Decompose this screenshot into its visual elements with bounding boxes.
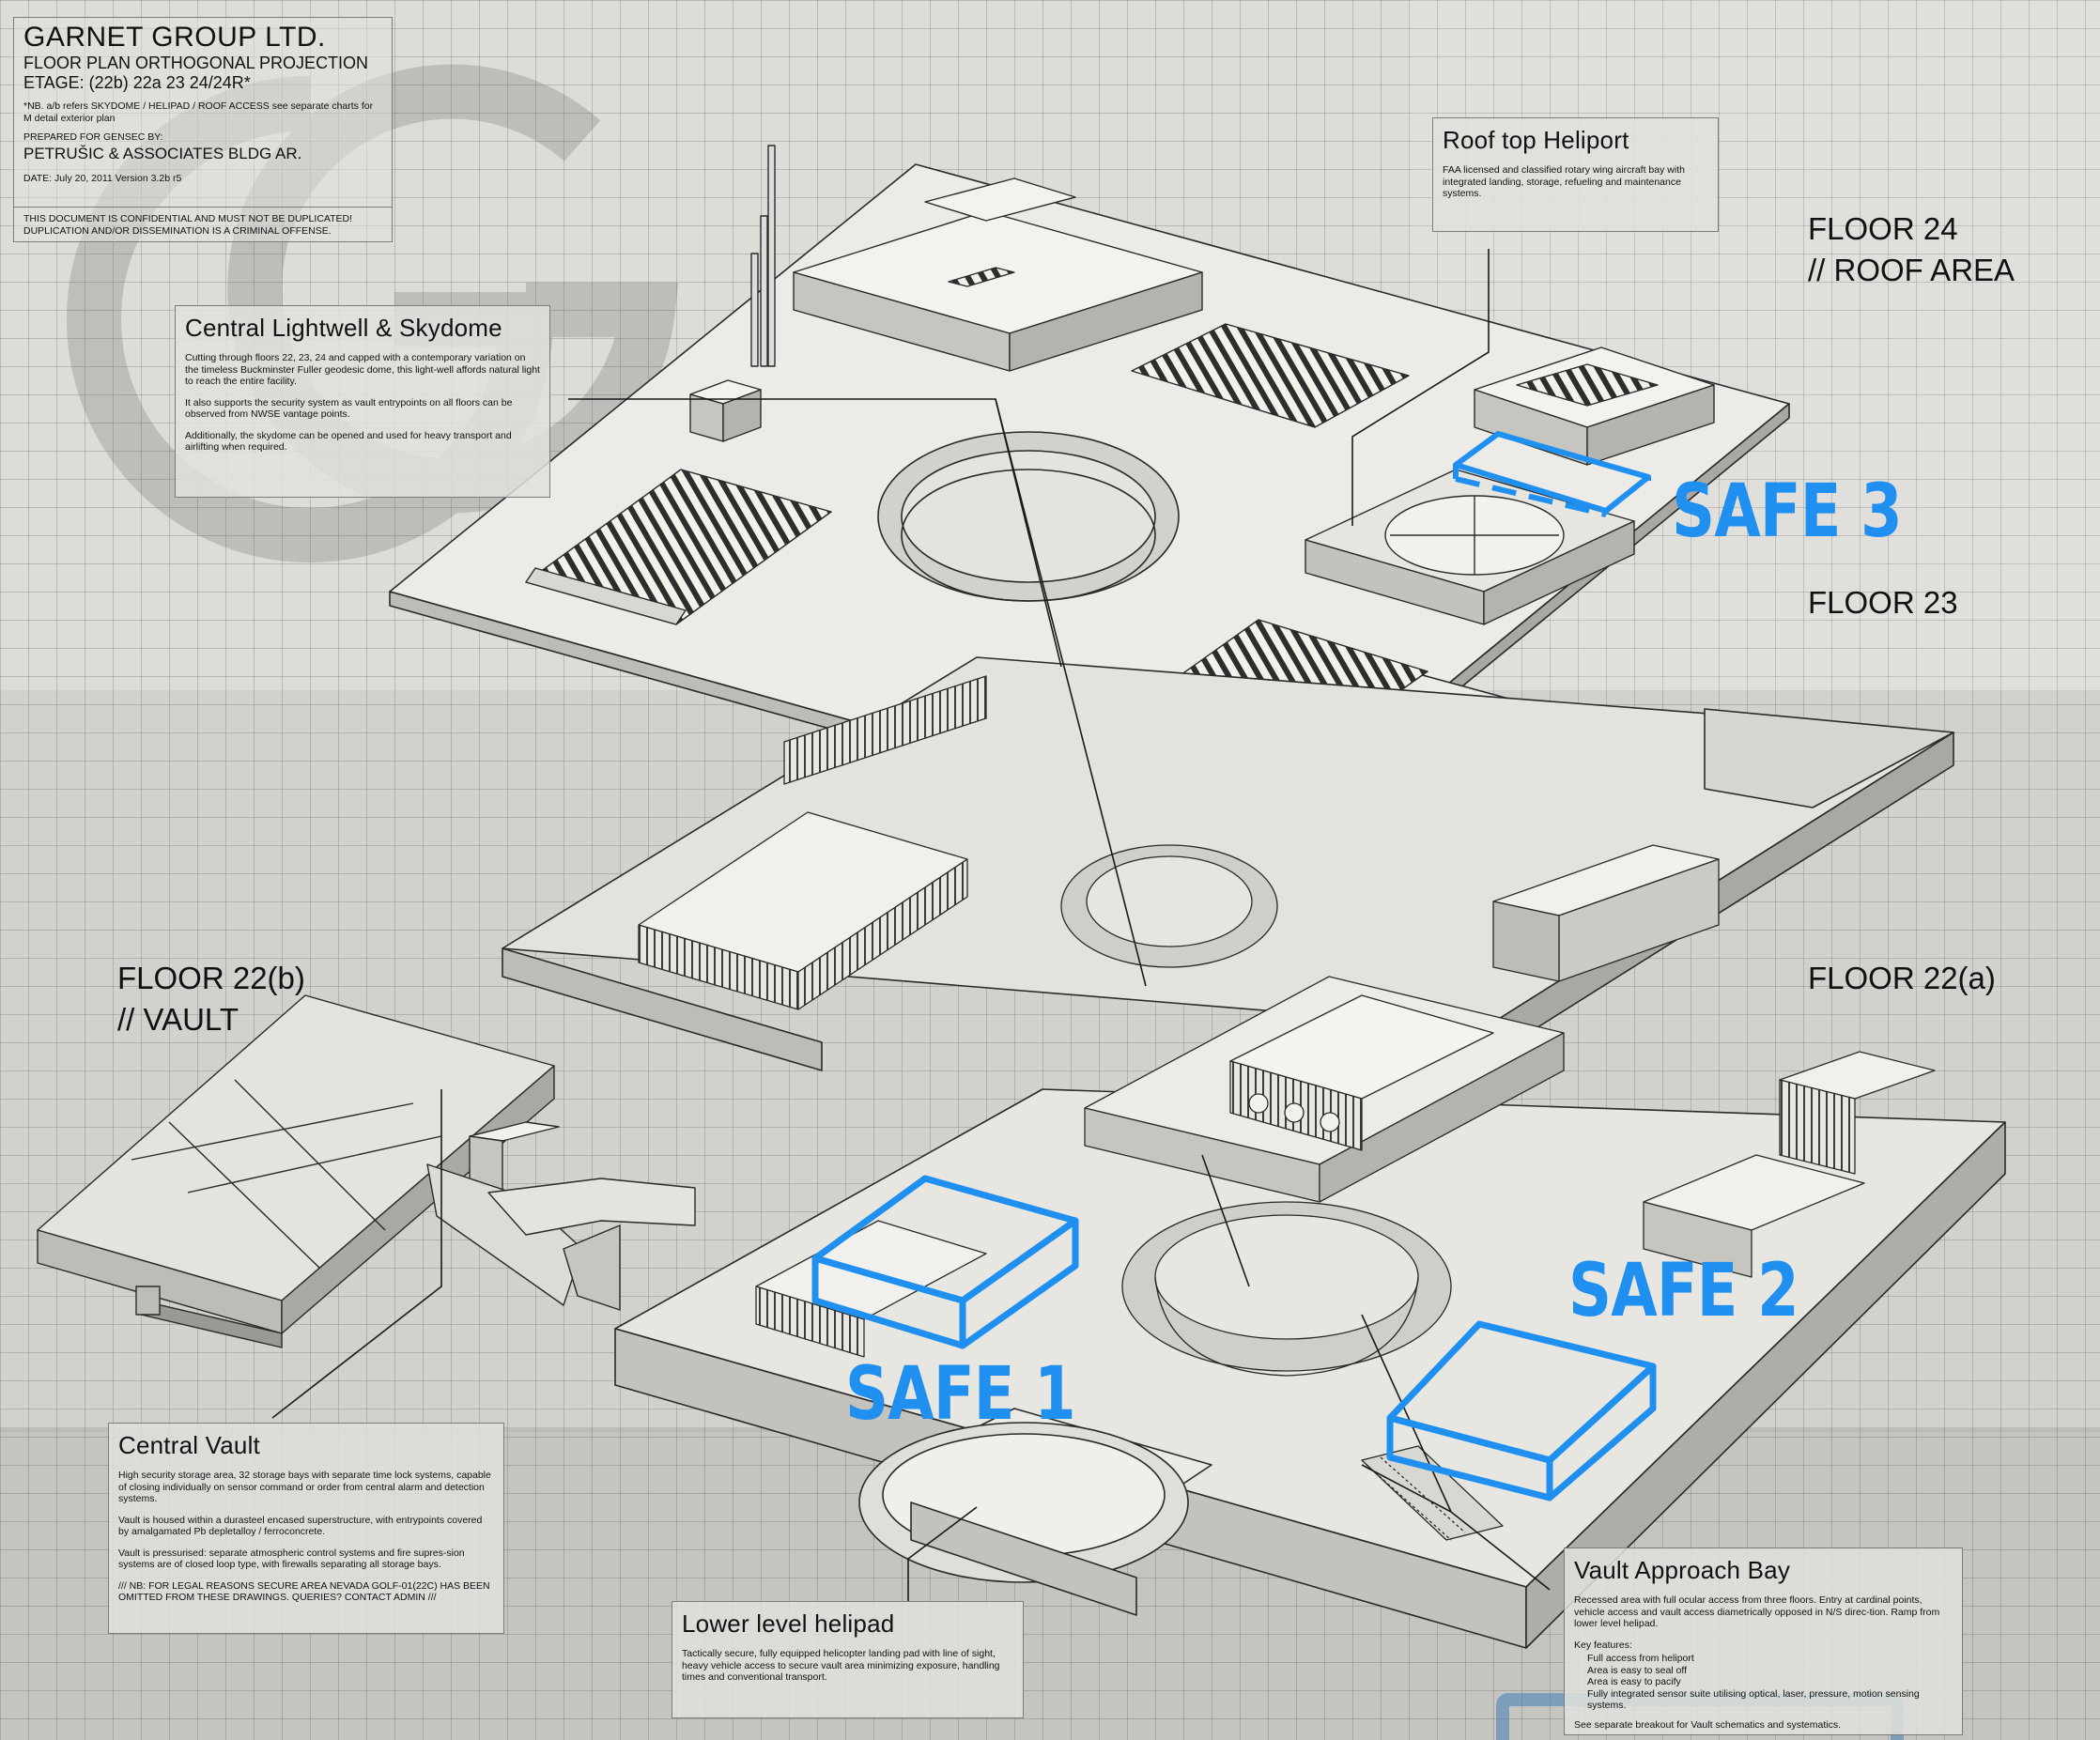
callout-vault-text-3: Vault is pressurised: separate atmospher… bbox=[118, 1547, 465, 1571]
callout-lightwell-text-1: Cutting through floors 22, 23, 24 and ca… bbox=[185, 352, 540, 387]
callout-vault-approach-bay: Vault Approach Bay Recessed area with fu… bbox=[1564, 1548, 1963, 1735]
callout-heliport-text: FAA licensed and classified rotary wing … bbox=[1443, 164, 1685, 199]
callout-vault-text-2: Vault is housed within a durasteel encas… bbox=[118, 1514, 483, 1538]
callout-vault-text-1: High security storage area, 32 storage b… bbox=[118, 1470, 491, 1504]
title-block: GARNET GROUP LTD. FLOOR PLAN ORTHOGONAL … bbox=[13, 17, 393, 242]
list-item: Fully integrated sensor suite utilising … bbox=[1587, 1687, 1920, 1712]
callout-lightwell-title: Central Lightwell & Skydome bbox=[185, 314, 502, 342]
projection-label: FLOOR PLAN ORTHOGONAL PROJECTION bbox=[23, 54, 369, 72]
floor-23-label: FLOOR 23 bbox=[1808, 585, 1958, 620]
callout-lightwell-text-2: It also supports the security system as … bbox=[185, 396, 513, 421]
floor-24-label: FLOOR 24 // ROOF AREA bbox=[1808, 208, 2015, 291]
callout-central-lightwell: Central Lightwell & Skydome Cutting thro… bbox=[175, 305, 550, 498]
callout-lower-level-helipad: Lower level helipad Tactically secure, f… bbox=[672, 1601, 1024, 1718]
callout-vault-legal-note: /// NB: FOR LEGAL REASONS SECURE AREA NE… bbox=[118, 1579, 490, 1604]
company-name: GARNET GROUP LTD. bbox=[23, 22, 326, 53]
callout-roof-heliport: Roof top Heliport FAA licensed and class… bbox=[1432, 117, 1719, 232]
callout-approach-footer: See separate breakout for Vault schemati… bbox=[1574, 1718, 1842, 1731]
safe-1-label: SAFE 1 bbox=[845, 1352, 1076, 1437]
callout-helipad-title: Lower level helipad bbox=[682, 1609, 895, 1638]
callout-helipad-text: Tactically secure, fully equipped helico… bbox=[682, 1648, 1000, 1683]
safe-2-label: SAFE 2 bbox=[1568, 1249, 1799, 1333]
callout-approach-features-list: Full access from heliport Area is easy t… bbox=[1574, 1653, 1953, 1712]
floor-22b-label: FLOOR 22(b) // VAULT bbox=[117, 958, 305, 1040]
prepared-label: PREPARED FOR GENSEC BY: bbox=[23, 131, 163, 143]
floor-22b-subtitle: // VAULT bbox=[117, 1002, 239, 1037]
callout-central-vault: Central Vault High security storage area… bbox=[108, 1423, 504, 1634]
floor-note: *NB. a/b refers SKYDOME / HELIPAD / ROOF… bbox=[23, 100, 374, 124]
safe-1-outline bbox=[811, 1175, 1079, 1349]
floor-22a-label: FLOOR 22(a) bbox=[1808, 961, 1996, 995]
safe-3-label: SAFE 3 bbox=[1672, 470, 1903, 554]
architects-name: PETRUŠIC & ASSOCIATES BLDG AR. bbox=[23, 145, 302, 162]
floor-22b-title: FLOOR 22(b) bbox=[117, 961, 305, 995]
callout-approach-features-label: Key features: bbox=[1574, 1639, 1632, 1651]
document-date: DATE: July 20, 2011 Version 3.2b r5 bbox=[23, 173, 182, 184]
callout-heliport-title: Roof top Heliport bbox=[1443, 126, 1629, 154]
central-lightwell-ring-roof bbox=[877, 431, 1180, 602]
floor-22b-vault-structure bbox=[37, 994, 696, 1348]
confidential-notice: THIS DOCUMENT IS CONFIDENTIAL AND MUST N… bbox=[14, 207, 392, 238]
callout-approach-text: Recessed area with full ocular access fr… bbox=[1574, 1594, 1940, 1629]
list-item: Area is easy to seal off bbox=[1587, 1664, 1688, 1676]
list-item: Area is easy to pacify bbox=[1587, 1676, 1681, 1687]
callout-lightwell-text-3: Additionally, the skydome can be opened … bbox=[185, 429, 512, 454]
etage-label: ETAGE: (22b) 22a 23 24/24R* bbox=[23, 73, 251, 92]
floor-24-subtitle: // ROOF AREA bbox=[1808, 253, 2015, 287]
floor-24-title: FLOOR 24 bbox=[1808, 211, 1958, 246]
floor-23-rooms bbox=[638, 675, 1720, 1010]
callout-approach-title: Vault Approach Bay bbox=[1574, 1556, 1791, 1584]
callout-leader-lines bbox=[271, 249, 1551, 1601]
safe-2-outline bbox=[1386, 1320, 1657, 1501]
safe-3-outline bbox=[1453, 431, 1651, 517]
callout-vault-title: Central Vault bbox=[118, 1431, 260, 1459]
list-item: Full access from heliport bbox=[1587, 1653, 1694, 1664]
floor-22a-rooms bbox=[755, 976, 1936, 1541]
